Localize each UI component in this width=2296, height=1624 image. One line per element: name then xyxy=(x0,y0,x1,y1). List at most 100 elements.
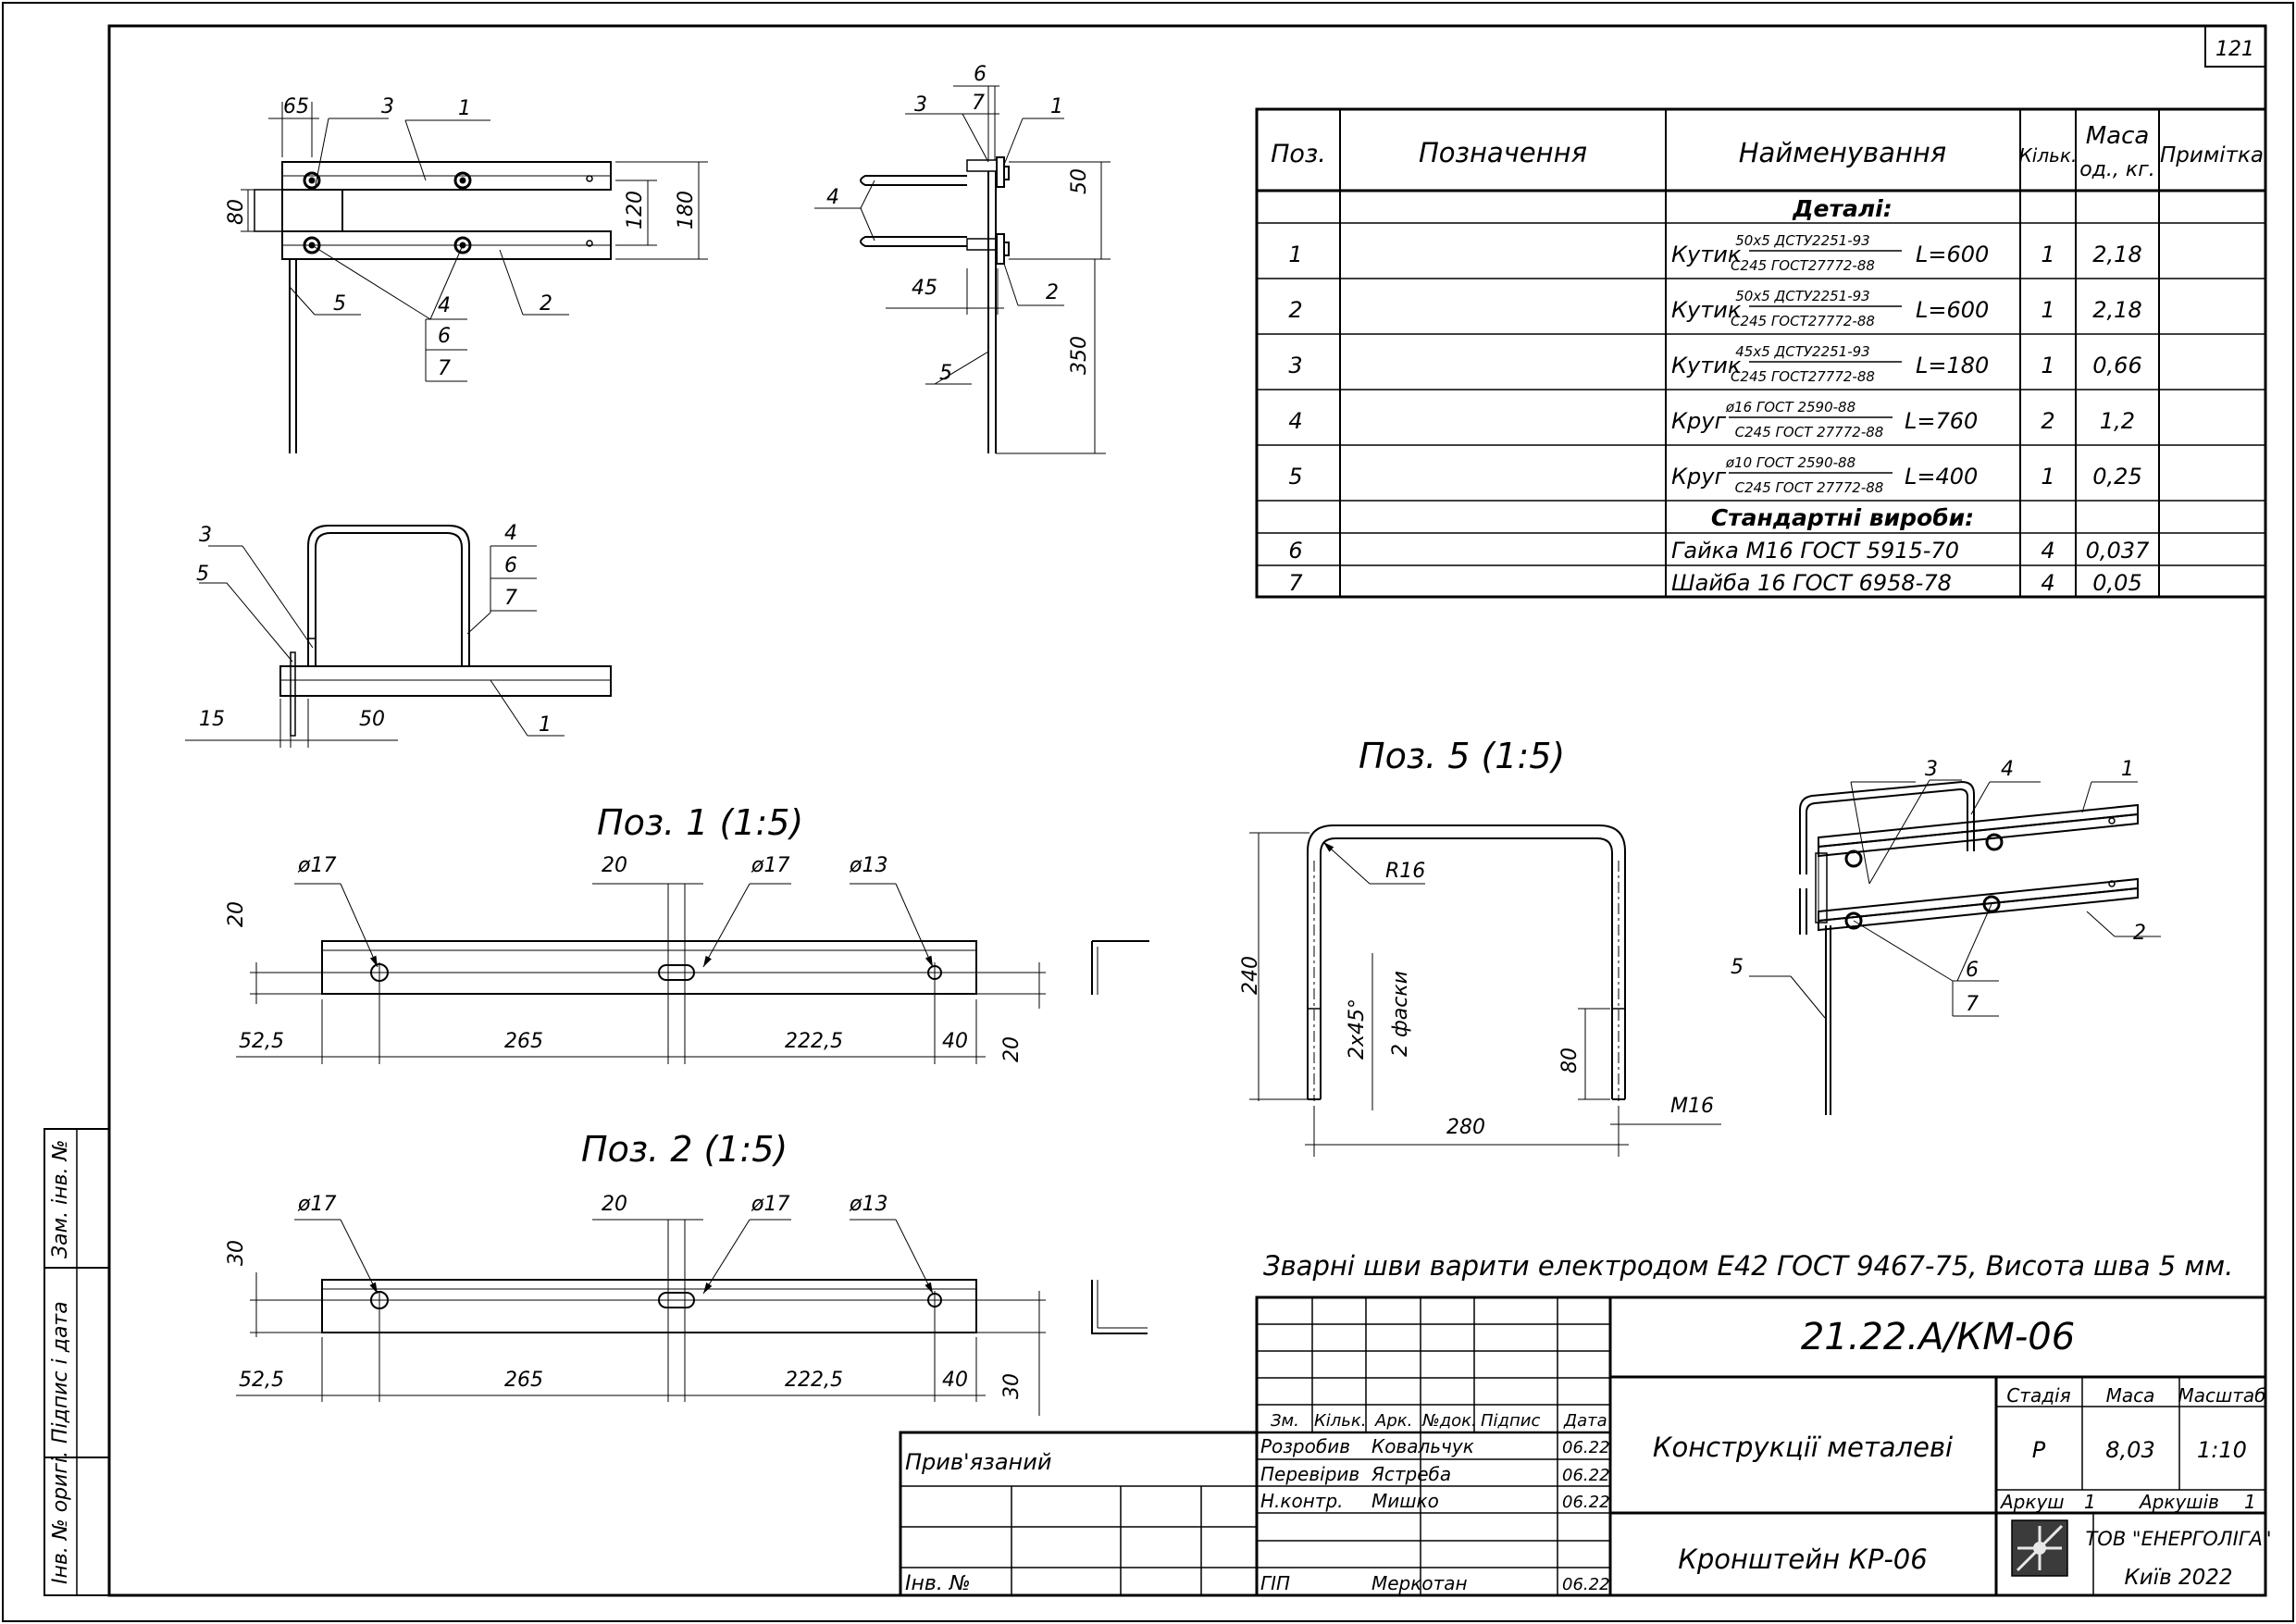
privyazanyi: Прив'язаний xyxy=(905,1449,1051,1475)
svg-text:Дата: Дата xyxy=(1563,1411,1607,1431)
table-row: 6 Гайка М16 ГОСТ 5915-70 4 0,037 xyxy=(1288,538,2150,564)
dim-label: 40 xyxy=(942,1030,968,1053)
svg-text:0,037: 0,037 xyxy=(2086,538,2150,564)
view-pos5 xyxy=(1249,824,1721,1157)
callout: 5 xyxy=(333,292,346,316)
callout: 3 xyxy=(381,95,394,118)
dim-label: ø17 xyxy=(297,1193,336,1216)
svg-text:С245 ГОСТ27772-88: С245 ГОСТ27772-88 xyxy=(1731,313,1875,329)
svg-text:1: 1 xyxy=(2244,1491,2256,1513)
svg-text:L=600: L=600 xyxy=(1916,297,1989,323)
svg-text:Кутик: Кутик xyxy=(1671,242,1742,267)
side-stamp-zam: Зам. інв. № xyxy=(49,1140,72,1259)
svg-text:Кутик: Кутик xyxy=(1671,297,1742,323)
inv-number: Інв. № xyxy=(905,1572,971,1595)
callout: 3 xyxy=(199,524,212,547)
svg-text:Зм.: Зм. xyxy=(1271,1411,1299,1431)
view-top xyxy=(241,102,708,453)
callout: 4 xyxy=(2001,758,2014,781)
view-isometric-labels: 3 4 1 2 5 6 7 xyxy=(1731,758,2146,1016)
title-block xyxy=(899,1295,2267,1597)
callout: 6 xyxy=(504,554,517,577)
dim-label: ø13 xyxy=(849,854,887,877)
col-qty: Кільк. xyxy=(2019,144,2078,167)
dim-label: ø17 xyxy=(751,1193,789,1216)
mass-value: 8,03 xyxy=(2105,1437,2154,1463)
svg-text:1: 1 xyxy=(2041,464,2054,490)
svg-text:Круг: Круг xyxy=(1671,464,1726,490)
dim-label: 350 xyxy=(1068,336,1091,375)
svg-text:С245 ГОСТ 27772-88: С245 ГОСТ 27772-88 xyxy=(1735,424,1884,440)
drawing-code: 21.22.А/КМ-06 xyxy=(1801,1316,2075,1358)
dim-label: 20 xyxy=(225,901,248,927)
view-isometric xyxy=(1749,779,2161,1115)
dim-label: 265 xyxy=(504,1369,543,1392)
callout: 3 xyxy=(1925,758,1938,781)
callout: 1 xyxy=(1050,95,1063,118)
callout: 4 xyxy=(826,186,839,209)
callout: 6 xyxy=(1966,959,1979,982)
svg-text:5: 5 xyxy=(1288,464,1302,490)
sheet-number-box: 121 xyxy=(2204,25,2266,68)
view-pos2 xyxy=(236,1219,1148,1416)
col-pos: Поз. xyxy=(1271,140,1326,168)
svg-text:Масштаб: Масштаб xyxy=(2178,1384,2265,1407)
dim-label: 15 xyxy=(199,708,225,731)
dim-label: 45 xyxy=(912,277,937,300)
view-top-labels: 65 80 120 180 3 1 5 4 6 7 2 xyxy=(225,95,698,380)
svg-text:0,25: 0,25 xyxy=(2092,464,2141,490)
svg-text:06.22: 06.22 xyxy=(1562,1438,1610,1457)
svg-text:Арк.: Арк. xyxy=(1374,1411,1412,1431)
svg-text:6: 6 xyxy=(1288,538,1302,564)
svg-text:ø16 ГОСТ 2590-88: ø16 ГОСТ 2590-88 xyxy=(1725,399,1855,415)
dim-label: 80 xyxy=(1558,1048,1582,1073)
col-note: Примітка xyxy=(2160,143,2264,167)
dim-label: 65 xyxy=(283,95,309,118)
section-standard: Стандартні вироби: xyxy=(1711,504,1974,531)
view-pos5-labels: R16 240 280 80 М16 2х45° 2 фаски xyxy=(1239,860,1714,1139)
view-pos2-labels: ø17 20 ø17 ø13 30 52,5 265 222,5 40 30 xyxy=(225,1193,1024,1399)
svg-text:С245 ГОСТ27772-88: С245 ГОСТ27772-88 xyxy=(1731,368,1875,385)
table-row: 1 Кутик 50х5 ДСТУ2251-93 С245 ГОСТ27772-… xyxy=(1288,232,2141,274)
pos2-title: Поз. 2 (1:5) xyxy=(581,1129,788,1170)
chamfer-label: 2 фаски xyxy=(1389,971,1412,1057)
side-stamp: Інв. № оригі. Підпис і дата Зам. інв. № xyxy=(43,1128,110,1596)
svg-text:0,66: 0,66 xyxy=(2092,353,2141,378)
svg-text:Шайба 16 ГОСТ 6958-78: Шайба 16 ГОСТ 6958-78 xyxy=(1671,570,1952,596)
table-row: 5 Круг ø10 ГОСТ 2590-88 С245 ГОСТ 27772-… xyxy=(1288,454,2141,496)
dim-label: 30 xyxy=(225,1240,248,1266)
svg-text:С245 ГОСТ27772-88: С245 ГОСТ27772-88 xyxy=(1731,257,1875,274)
svg-text:Кутик: Кутик xyxy=(1671,353,1742,378)
dim-label: 50 xyxy=(359,708,385,731)
svg-text:Розробив: Розробив xyxy=(1260,1435,1350,1457)
svg-text:Аркушів: Аркушів xyxy=(2138,1491,2219,1513)
view-side-labels: 6 7 3 1 4 2 5 45 50 350 xyxy=(826,63,1091,385)
company-logo xyxy=(2011,1519,2068,1577)
svg-text:50х5 ДСТУ2251-93: 50х5 ДСТУ2251-93 xyxy=(1735,232,1869,249)
svg-text:Аркуш: Аркуш xyxy=(1999,1491,2065,1513)
stage-value: Р xyxy=(2032,1437,2046,1463)
svg-text:4: 4 xyxy=(2041,570,2054,596)
callout: 7 xyxy=(438,357,451,380)
dim-label: 20 xyxy=(602,854,627,877)
pos1-title: Поз. 1 (1:5) xyxy=(597,802,803,843)
callout: 7 xyxy=(504,587,517,610)
table-row: 4 Круг ø16 ГОСТ 2590-88 С245 ГОСТ 27772-… xyxy=(1288,399,2135,440)
col-designation: Позначення xyxy=(1419,137,1587,168)
pos5-title: Поз. 5 (1:5) xyxy=(1359,736,1565,776)
view-pos1-labels: ø17 20 ø17 ø13 20 52,5 265 222,5 40 20 xyxy=(225,854,1024,1062)
side-stamp-inv: Інв. № оригі. xyxy=(49,1451,72,1584)
svg-text:ø10 ГОСТ 2590-88: ø10 ГОСТ 2590-88 xyxy=(1725,454,1855,471)
side-stamp-sign: Підпис і дата xyxy=(49,1301,72,1444)
callout: 5 xyxy=(196,563,209,586)
svg-text:Ястреба: Ястреба xyxy=(1371,1463,1451,1485)
svg-text:Круг: Круг xyxy=(1671,408,1726,434)
dim-label: ø13 xyxy=(849,1193,887,1216)
svg-text:2: 2 xyxy=(1288,297,1302,323)
dim-label: 52,5 xyxy=(239,1369,284,1392)
org-name: ТОВ "ЕНЕРГОЛІГА" xyxy=(2085,1528,2271,1550)
table-row: 7 Шайба 16 ГОСТ 6958-78 4 0,05 xyxy=(1288,570,2141,596)
svg-text:2: 2 xyxy=(2041,408,2054,434)
callout: 2 xyxy=(540,292,552,316)
callout: 1 xyxy=(539,713,552,737)
